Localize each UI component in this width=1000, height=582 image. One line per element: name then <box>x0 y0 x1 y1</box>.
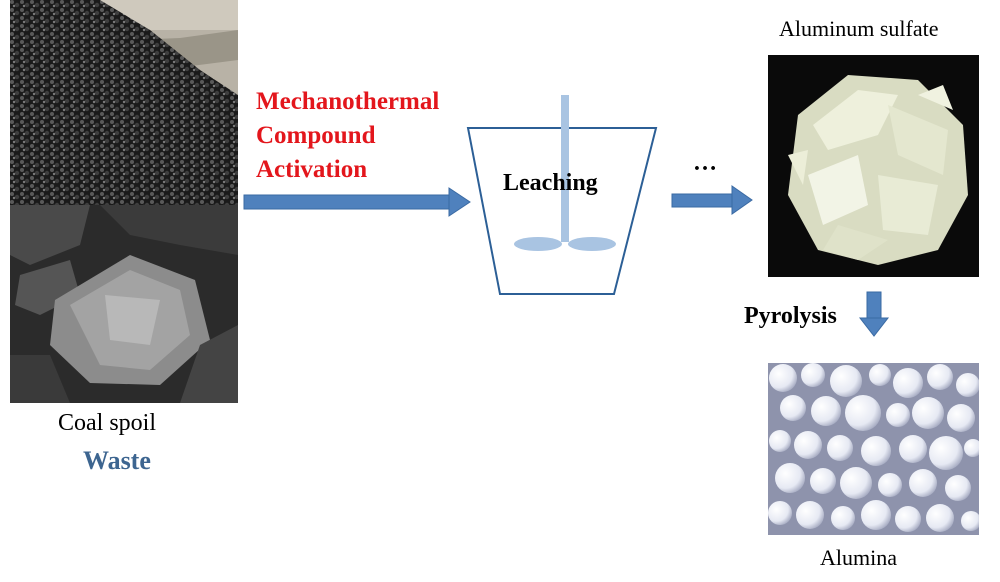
ellipsis-label: … <box>693 150 717 176</box>
coal-spoil-label: Coal spoil <box>58 410 157 436</box>
activation-line-1: Mechanothermal <box>256 88 440 115</box>
waste-label: Waste <box>83 446 151 475</box>
alumina-label: Alumina <box>820 545 897 570</box>
coal-rock-photo <box>10 205 238 403</box>
activation-line-2: Compound <box>256 122 376 149</box>
to-sulfate-arrow <box>671 185 753 215</box>
aluminum-sulfate-label: Aluminum sulfate <box>779 16 939 41</box>
stirrer-icon <box>514 95 616 251</box>
pyrolysis-arrow <box>858 291 890 337</box>
activation-line-3: Activation <box>256 156 368 183</box>
activation-arrow <box>243 187 471 217</box>
coal-pile-photo <box>10 0 238 205</box>
aluminum-sulfate-photo <box>768 55 979 277</box>
alumina-photo <box>768 363 979 535</box>
leaching-label: Leaching <box>503 170 598 196</box>
pyrolysis-label: Pyrolysis <box>744 303 837 329</box>
activation-label: Mechanothermal Compound Activation <box>256 85 439 187</box>
